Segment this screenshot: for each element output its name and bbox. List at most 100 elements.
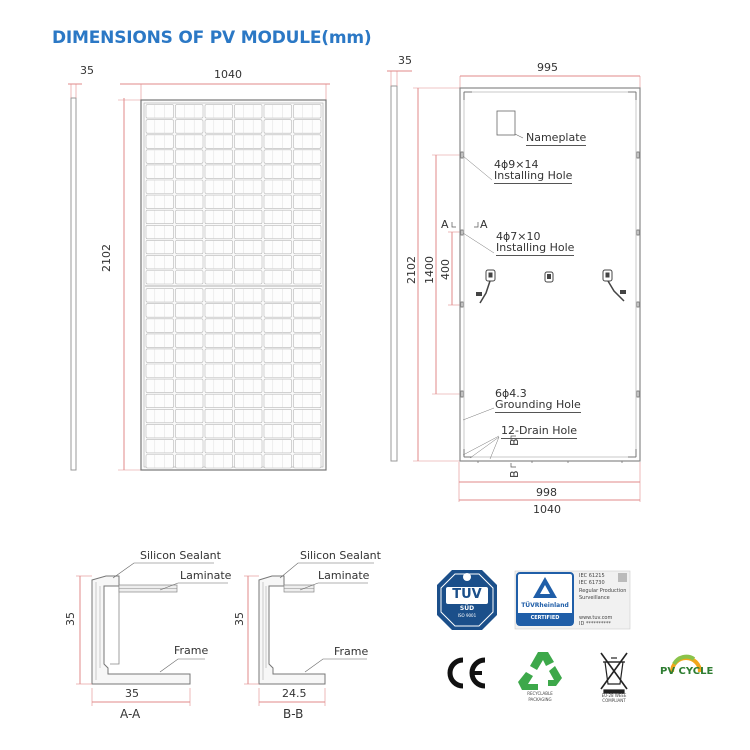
solar-cell: [175, 303, 204, 318]
solar-cell: [293, 134, 322, 149]
page-title: DIMENSIONS OF PV MODULE(mm): [52, 28, 372, 48]
solar-cell: [263, 318, 292, 333]
solar-cell: [145, 164, 174, 179]
solar-cell: [293, 288, 322, 303]
solar-cell: [263, 333, 292, 348]
solar-cell: [293, 270, 322, 285]
tuv-rh-std1: IEC 61215: [579, 573, 605, 579]
solar-cell: [263, 240, 292, 255]
section-aa-profile: [91, 575, 191, 685]
solar-cell: [145, 255, 174, 270]
aa-height-label: 35: [64, 612, 77, 626]
solar-cell: [145, 134, 174, 149]
recycle-text-2: PACKAGING: [528, 697, 552, 702]
install-hole-1-spec: 4ϕ9×14: [494, 158, 539, 171]
section-a-left-label: A: [441, 218, 449, 231]
solar-cell: [204, 104, 233, 119]
aa-laminate-label: Laminate: [180, 569, 232, 582]
solar-cell: [204, 363, 233, 378]
solar-cell: [263, 255, 292, 270]
solar-cell: [293, 454, 322, 469]
recycle-icon: [518, 652, 562, 690]
solar-cell: [145, 288, 174, 303]
solar-cell: [204, 454, 233, 469]
solar-cell: [204, 225, 233, 240]
solar-cell: [145, 318, 174, 333]
solar-cell: [263, 288, 292, 303]
pv-cycle-text: PV CYCLE: [660, 666, 714, 677]
aa-frame-label: Frame: [174, 644, 209, 657]
solar-cell: [175, 225, 204, 240]
solar-cell: [234, 119, 263, 134]
solar-cell: [175, 424, 204, 439]
tuv-rh-note1: Regular Production: [579, 588, 627, 594]
bb-height-label: 35: [233, 612, 246, 626]
solar-cell: [234, 270, 263, 285]
solar-cell: [204, 303, 233, 318]
solar-cell: [145, 303, 174, 318]
solar-cell: [293, 303, 322, 318]
solar-cell: [175, 393, 204, 409]
solar-cell: [145, 104, 174, 119]
tuv-sud-logo: [437, 570, 497, 630]
solar-cell: [204, 439, 233, 454]
weee-text-1: EU-28 WEEE: [601, 693, 627, 698]
solar-cell: [234, 288, 263, 303]
solar-cell: [234, 439, 263, 454]
solar-cell: [234, 318, 263, 333]
solar-cell: [263, 424, 292, 439]
solar-cell: [204, 255, 233, 270]
aa-sealant-label: Silicon Sealant: [140, 549, 221, 562]
solar-cell: [293, 393, 322, 409]
solar-cell: [293, 439, 322, 454]
solar-cell: [204, 270, 233, 285]
tuv-rheinland-logo: [514, 570, 631, 630]
solar-cell: [263, 119, 292, 134]
tuv-sud-top-text: TÜV: [452, 587, 482, 602]
solar-cell: [293, 240, 322, 255]
solar-cell: [234, 408, 263, 424]
solar-cell: [263, 104, 292, 119]
back-side-profile: [390, 85, 398, 462]
solar-cell: [293, 318, 322, 333]
solar-cell: [234, 179, 263, 194]
solar-cell: [145, 119, 174, 134]
bb-sealant-label: Silicon Sealant: [300, 549, 381, 562]
solar-cell: [145, 424, 174, 439]
front-thickness-label: 35: [80, 64, 94, 77]
aa-width-label: 35: [125, 687, 139, 700]
weee-text-2: COMPLIANT: [602, 698, 626, 703]
solar-cell: [204, 164, 233, 179]
solar-cell: [175, 288, 204, 303]
solar-cell: [175, 255, 204, 270]
solar-cell: [293, 164, 322, 179]
solar-cell: [175, 209, 204, 224]
solar-cell: [293, 179, 322, 194]
solar-cell: [293, 209, 322, 224]
hole-spacing-400-label: 400: [439, 259, 452, 280]
solar-cell: [145, 149, 174, 164]
solar-cell: [234, 225, 263, 240]
solar-cell: [204, 209, 233, 224]
solar-cell: [175, 333, 204, 348]
solar-cell: [293, 149, 322, 164]
install-hole-1-label: Installing Hole: [494, 169, 573, 184]
solar-cell: [263, 149, 292, 164]
solar-cell: [204, 393, 233, 409]
solar-cell: [204, 408, 233, 424]
install-hole-2-label: Installing Hole: [496, 241, 575, 256]
solar-cell: [204, 134, 233, 149]
section-b-bottom-label: B: [508, 470, 521, 478]
ground-hole-label: Grounding Hole: [495, 398, 581, 413]
tuv-sud-iso-text: ISO 9001: [457, 613, 477, 618]
ce-mark-icon: [447, 657, 486, 689]
solar-cell: [263, 348, 292, 363]
solar-cell: [263, 454, 292, 469]
tuv-rh-id: ID **********: [579, 621, 611, 627]
solar-cell: [263, 378, 292, 393]
solar-cell: [234, 209, 263, 224]
solar-cell: [263, 408, 292, 424]
tuv-rh-std2: IEC 61730: [579, 580, 605, 586]
tuv-rh-url: www.tuv.com: [579, 615, 613, 621]
